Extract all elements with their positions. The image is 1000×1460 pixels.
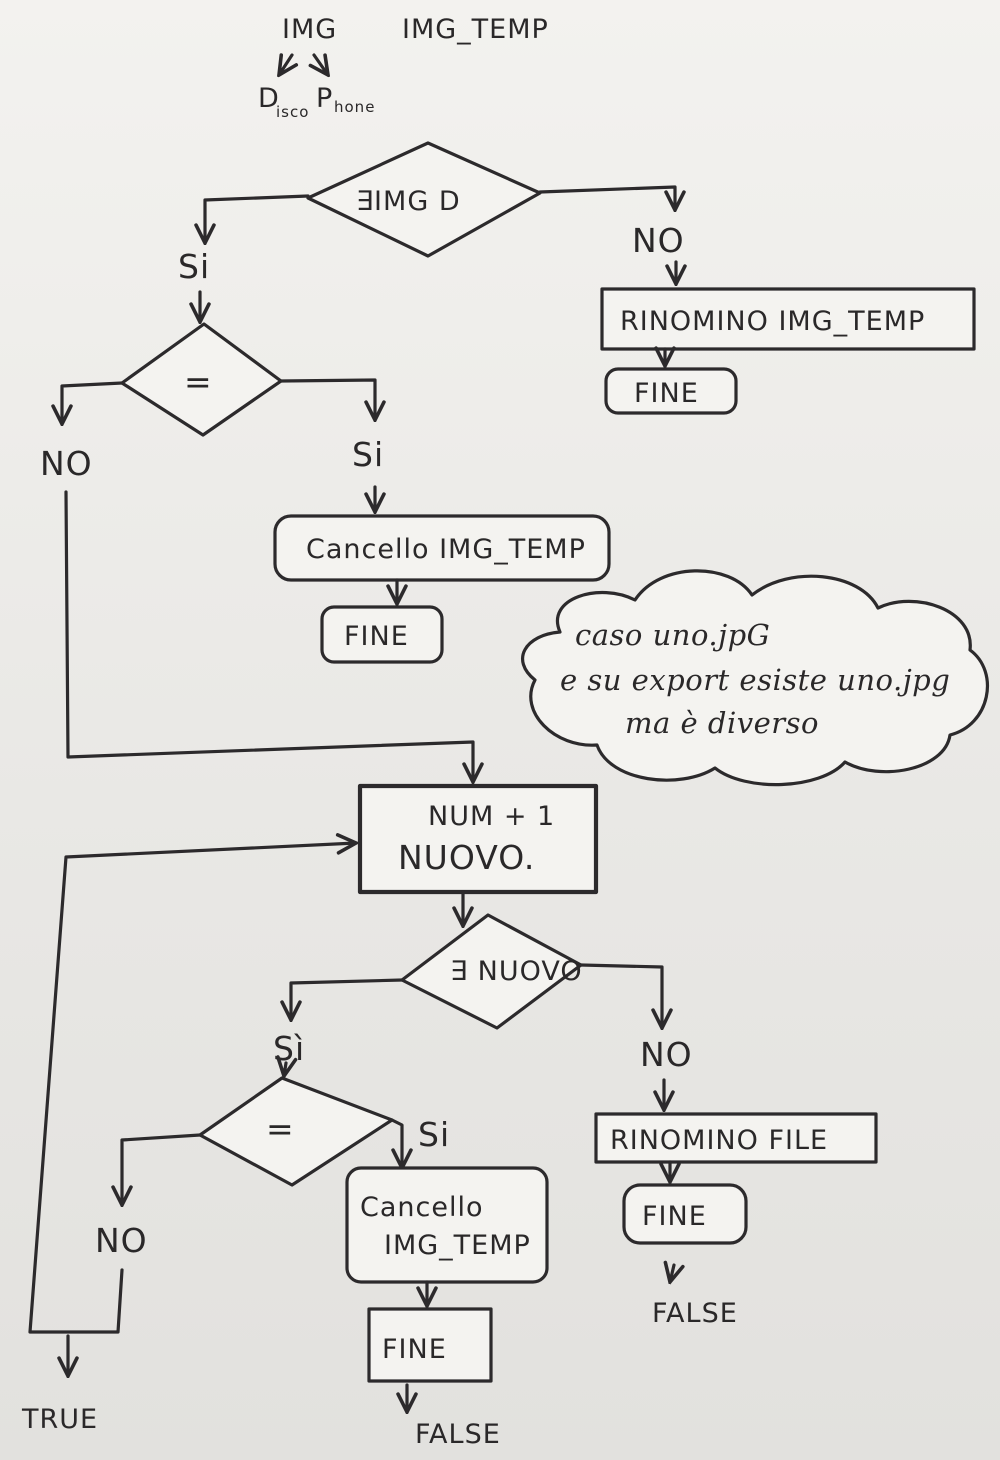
note-line-3: ma è diverso (625, 706, 819, 740)
arrow-equal-1-no (62, 381, 124, 424)
decision-exists-nuovo-label: ∃ NUOVO (450, 956, 583, 987)
terminal-fine-4 (367, 1307, 493, 1383)
process-cancello-img-temp-2 (345, 1166, 549, 1284)
disco-label: isco (276, 103, 309, 121)
terminal-fine-1-label: FINE (634, 378, 699, 409)
phone-label: hone (334, 98, 375, 116)
branch-no-1: NO (632, 221, 685, 260)
arrow-exists-img-d-no (538, 185, 675, 210)
decision-equal-2-label: = (266, 1109, 295, 1148)
arrow-loop-back-to-num-plus-1 (28, 843, 356, 1334)
branch-si-4: Si (418, 1115, 450, 1154)
arrow-exists-nuovo-yes (291, 978, 404, 1020)
terminal-fine-3 (622, 1183, 748, 1245)
arrow-no-to-num-plus-1 (64, 490, 473, 782)
disco-initial: D (258, 83, 280, 114)
process-rinomino-img-temp (600, 287, 976, 351)
process-cancello-img-temp-1-label: Cancello IMG_TEMP (306, 534, 586, 565)
branch-si-1: Si (178, 247, 210, 286)
arrow-exists-nuovo-no (579, 963, 662, 1028)
result-false-2: FALSE (415, 1419, 501, 1450)
branch-si-2: Si (352, 435, 384, 474)
arrow-to-equal-2 (284, 1063, 286, 1076)
branch-no-3: NO (640, 1035, 693, 1074)
terminal-fine-3-label: FINE (642, 1201, 707, 1232)
note-line-2: e su export esiste uno.jpg (560, 663, 950, 697)
img-label: IMG (282, 14, 337, 45)
decision-equal-1-label: = (184, 362, 213, 401)
terminal-fine-2-label: FINE (344, 621, 409, 652)
arrow-equal-1-yes (279, 378, 375, 420)
process-rinomino-file (594, 1112, 878, 1164)
arrow-exists-img-d-yes (205, 194, 310, 243)
img-temp-label: IMG_TEMP (402, 14, 549, 45)
process-cancello-img-temp-1 (273, 514, 611, 582)
branch-no-2: NO (40, 444, 93, 483)
process-num-plus-1 (357, 783, 599, 895)
terminal-fine-2 (320, 605, 444, 664)
arrow-img-to-disco (279, 55, 292, 75)
process-num-plus-1-line1: NUM + 1 (428, 801, 555, 832)
arrow-equal-2-yes (390, 1118, 402, 1168)
process-num-plus-1-line2: NUOVO. (398, 838, 535, 877)
result-false-1: FALSE (652, 1298, 738, 1329)
branch-si-3: Sì (273, 1029, 305, 1068)
process-rinomino-img-temp-label: RINOMINO IMG_TEMP (620, 306, 925, 337)
process-cancello-img-temp-2-line2: IMG_TEMP (384, 1230, 531, 1261)
arrow-equal-2-no (122, 1133, 202, 1205)
note-line-1: caso uno.jpG (575, 618, 770, 652)
arrow-to-false-1 (670, 1265, 674, 1282)
arrow-img-to-phone (314, 55, 328, 75)
result-true: TRUE (21, 1404, 98, 1435)
process-rinomino-file-label: RINOMINO FILE (610, 1125, 828, 1156)
process-cancello-img-temp-2-line1: Cancello (360, 1192, 484, 1223)
note-cloud (521, 569, 989, 787)
phone-initial: P (316, 83, 333, 114)
terminal-fine-4-label: FINE (382, 1334, 447, 1365)
branch-no-4: NO (95, 1221, 148, 1260)
terminal-fine-1 (604, 367, 738, 415)
decision-exists-img-d-label: ∃IMG D (356, 186, 461, 217)
